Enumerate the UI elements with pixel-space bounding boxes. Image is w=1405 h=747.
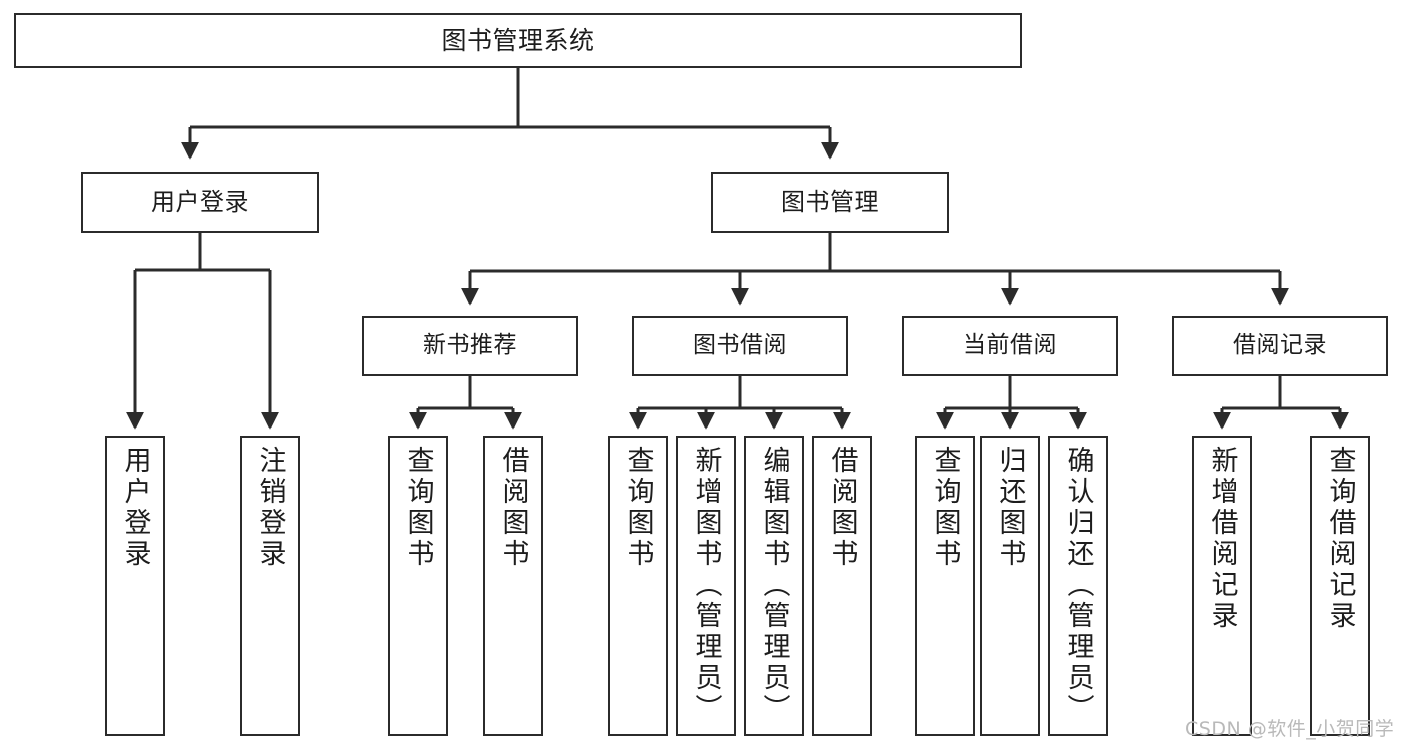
node-current-borrow[interactable]: 当前借阅 [902,316,1118,376]
node-book-borrow-label: 图书借阅 [693,332,787,359]
node-leaf-borrow-book-2[interactable]: 借阅图书 [812,436,872,736]
node-book-manage-label: 图书管理 [781,188,879,217]
node-leaf-query-book-1-label: 查询图书 [402,446,434,570]
node-book-manage[interactable]: 图书管理 [711,172,949,233]
node-leaf-query-record-label: 查询借阅记录 [1324,446,1356,632]
node-leaf-return-book[interactable]: 归还图书 [980,436,1040,736]
node-leaf-query-book-1[interactable]: 查询图书 [388,436,448,736]
node-leaf-user-login[interactable]: 用户登录 [105,436,165,736]
node-book-borrow[interactable]: 图书借阅 [632,316,848,376]
node-leaf-user-logout-label: 注销登录 [254,446,286,570]
node-leaf-confirm-return-label: 确认归还（管理员） [1062,446,1094,725]
node-leaf-edit-book-label: 编辑图书（管理员） [758,446,790,725]
node-new-book-rec-label: 新书推荐 [423,332,517,359]
node-user-login-label: 用户登录 [151,188,249,217]
node-borrow-record[interactable]: 借阅记录 [1172,316,1388,376]
node-root-label: 图书管理系统 [441,25,595,55]
node-leaf-confirm-return[interactable]: 确认归还（管理员） [1048,436,1108,736]
node-root-system[interactable]: 图书管理系统 [14,13,1022,68]
node-leaf-query-book-3[interactable]: 查询图书 [915,436,975,736]
node-leaf-add-record[interactable]: 新增借阅记录 [1192,436,1252,736]
node-leaf-user-login-label: 用户登录 [119,446,151,570]
node-leaf-query-book-2-label: 查询图书 [622,446,654,570]
node-leaf-edit-book[interactable]: 编辑图书（管理员） [744,436,804,736]
csdn-watermark: CSDN @软件_小贺同学 [1185,718,1395,740]
node-leaf-return-book-label: 归还图书 [994,446,1026,570]
node-borrow-record-label: 借阅记录 [1233,332,1327,359]
node-leaf-borrow-book-2-label: 借阅图书 [826,446,858,570]
node-leaf-add-record-label: 新增借阅记录 [1206,446,1238,632]
node-user-login[interactable]: 用户登录 [81,172,319,233]
node-leaf-add-book-label: 新增图书（管理员） [690,446,722,725]
node-leaf-query-book-2[interactable]: 查询图书 [608,436,668,736]
node-leaf-user-logout[interactable]: 注销登录 [240,436,300,736]
node-leaf-add-book[interactable]: 新增图书（管理员） [676,436,736,736]
node-leaf-query-book-3-label: 查询图书 [929,446,961,570]
node-leaf-borrow-book-1[interactable]: 借阅图书 [483,436,543,736]
node-leaf-query-record[interactable]: 查询借阅记录 [1310,436,1370,736]
node-new-book-rec[interactable]: 新书推荐 [362,316,578,376]
node-current-borrow-label: 当前借阅 [963,332,1057,359]
node-leaf-borrow-book-1-label: 借阅图书 [497,446,529,570]
